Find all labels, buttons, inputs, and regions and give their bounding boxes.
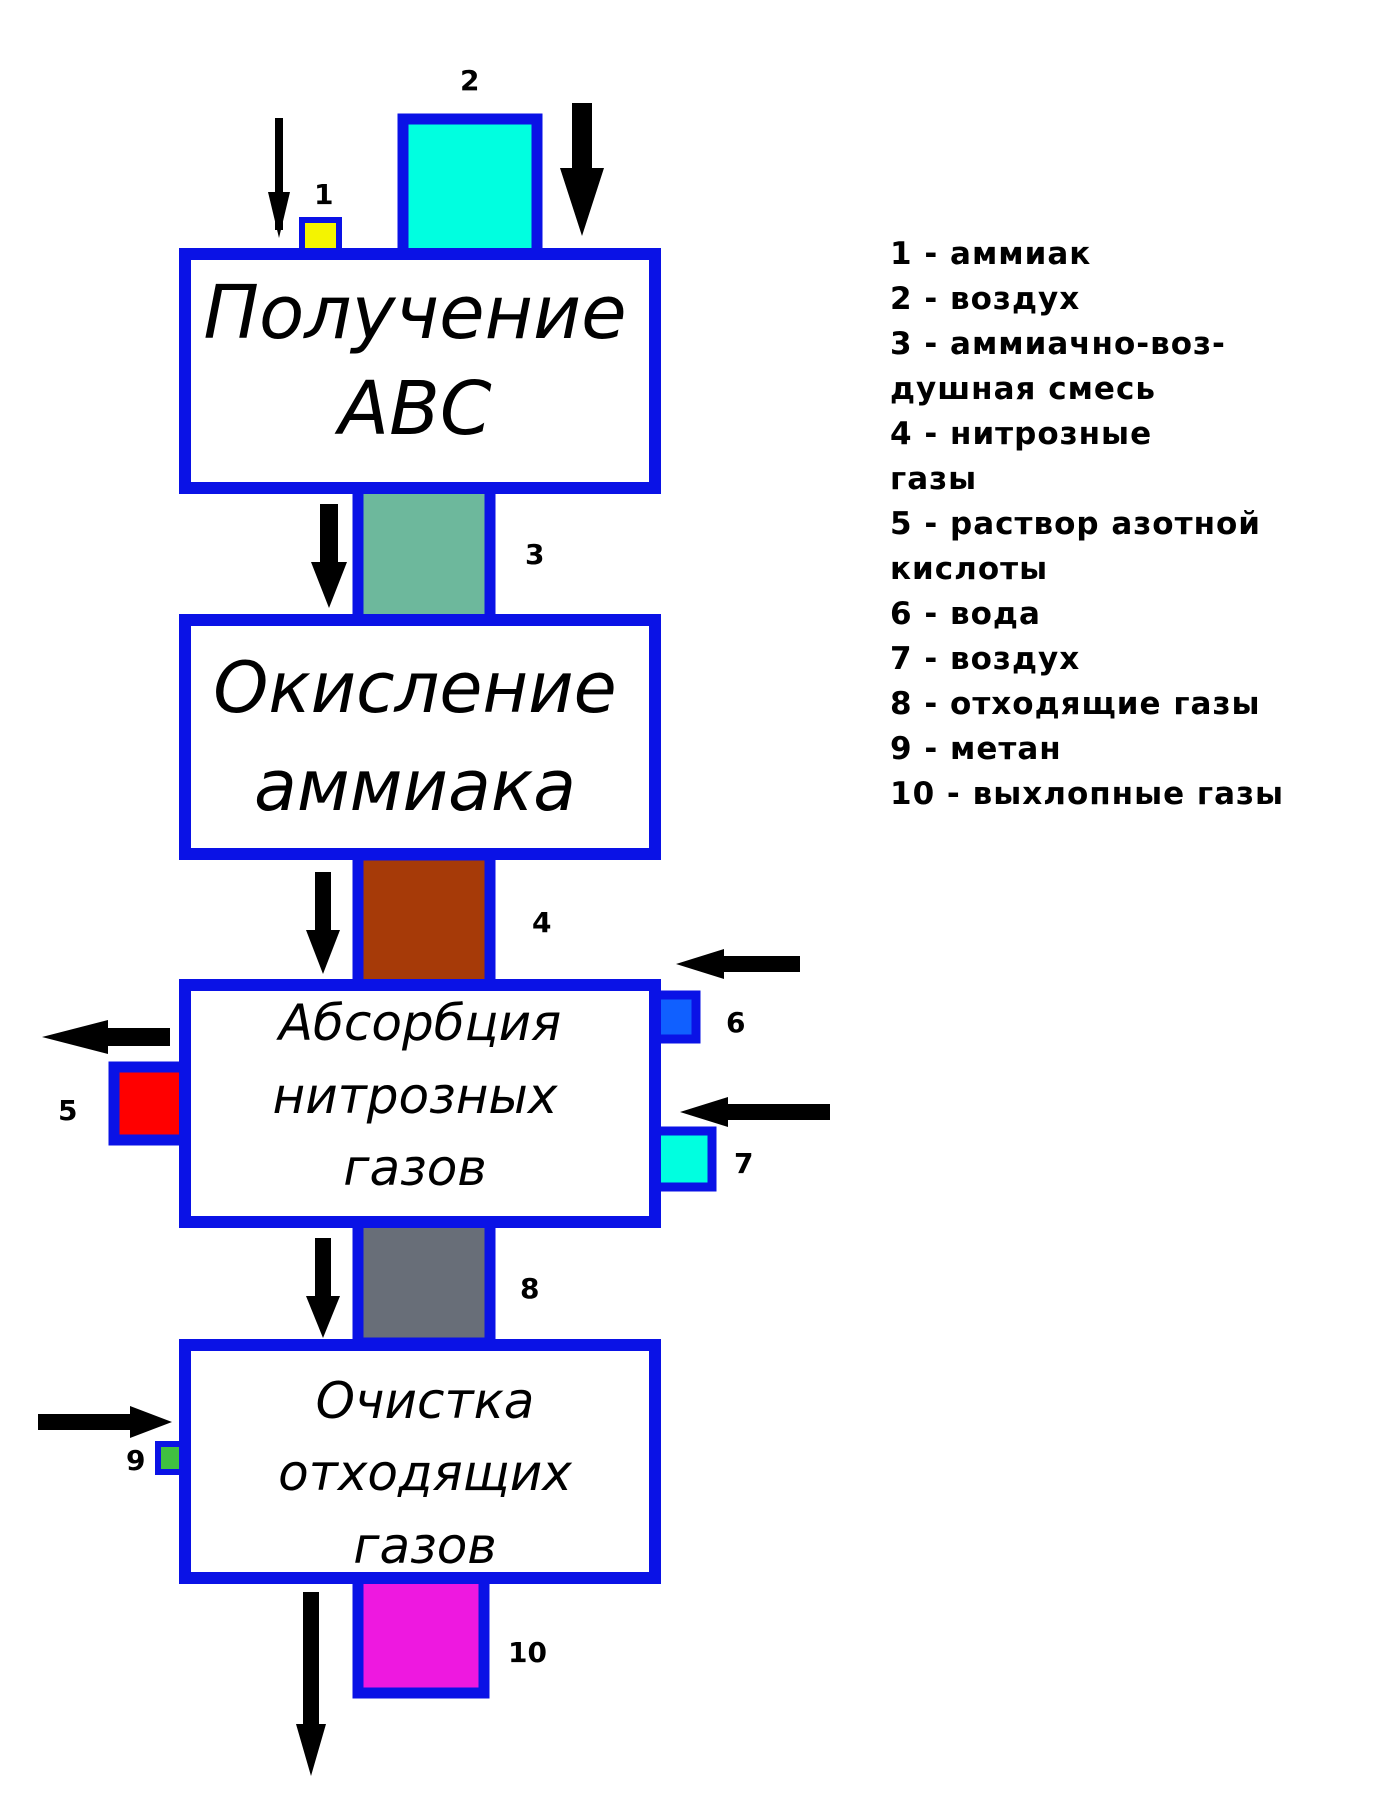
legend: 1 - аммиак 2 - воздух 3 - аммиачно-воз- … [890, 232, 1360, 817]
stage-label-line: газов [343, 1139, 487, 1197]
legend-item: 8 - отходящие газы [890, 686, 1261, 722]
stream-number-3: 3 [525, 538, 544, 571]
legend-item: 9 - метан [890, 731, 1062, 767]
legend-item: 6 - вода [890, 596, 1041, 632]
stream-number-7: 7 [734, 1147, 753, 1180]
arrow-icon-water-in [676, 949, 800, 979]
stream-number-4: 4 [532, 906, 551, 939]
stage-label-line: нитрозных [273, 1067, 558, 1125]
arrow-icon-stage2-to-stage3 [306, 872, 340, 974]
stream-number-2: 2 [460, 64, 479, 97]
stage-box-off-gas-cleaning: Очистка отходящих газов [179, 1339, 661, 1584]
stage-label-line: Получение [203, 270, 626, 356]
stream-number-10: 10 [508, 1636, 547, 1669]
legend-item: 1 - аммиак [890, 236, 1092, 272]
stage-label-line: Абсорбция [276, 994, 561, 1052]
stage-label-line: АВС [334, 366, 491, 452]
stage-label-line: газов [353, 1517, 497, 1575]
stream-number-1: 1 [314, 178, 333, 211]
stage-box-abc-production: Получение АВС [179, 248, 661, 494]
arrow-icon-nitric-acid-out [42, 1020, 170, 1054]
stage-label-line: Окисление [213, 647, 617, 729]
legend-item: 5 - раствор азотной кислоты [890, 506, 1262, 587]
stream-number-8: 8 [520, 1272, 539, 1305]
stage-label-line: отходящих [278, 1444, 572, 1502]
arrow-icon-air-in [560, 103, 604, 236]
stage-label-line: Очистка [316, 1372, 535, 1430]
legend-item: 3 - аммиачно-воз- душная смесь [890, 326, 1226, 407]
stream-number-5: 5 [58, 1094, 77, 1127]
stream-5-nitric-acid-solution [108, 1061, 196, 1146]
stage-box-ammonia-oxidation: Окисление аммиака [179, 614, 661, 860]
legend-item: 7 - воздух [890, 641, 1081, 677]
legend-item: 10 - выхлопные газы [890, 776, 1285, 812]
stream-8-off-gases [352, 1214, 496, 1349]
arrow-icon-methane-in [38, 1406, 172, 1438]
stream-4-nitrous-gases [352, 849, 496, 991]
stream-number-6: 6 [726, 1006, 745, 1039]
arrow-icon-stage3-to-stage4 [306, 1238, 340, 1338]
arrow-icon-stage1-to-stage2 [311, 504, 347, 608]
arrow-icon-ammonia-in [268, 118, 290, 238]
stream-10-exhaust-gases [352, 1567, 490, 1699]
legend-item: 4 - нитрозные газы [890, 416, 1153, 497]
arrow-icon-exhaust-out [296, 1592, 326, 1776]
stage-box-nitrous-gas-absorption: Абсорбция нитрозных газов [179, 979, 661, 1228]
stream-2-air [397, 113, 543, 266]
stream-7-air [651, 1126, 717, 1192]
legend-item: 2 - воздух [890, 281, 1081, 317]
stream-3-ammonia-air-mixture [352, 481, 496, 630]
arrow-icon-air-in-absorption [680, 1097, 830, 1127]
stream-number-9: 9 [126, 1444, 145, 1477]
stage-label-line: аммиака [254, 745, 576, 827]
